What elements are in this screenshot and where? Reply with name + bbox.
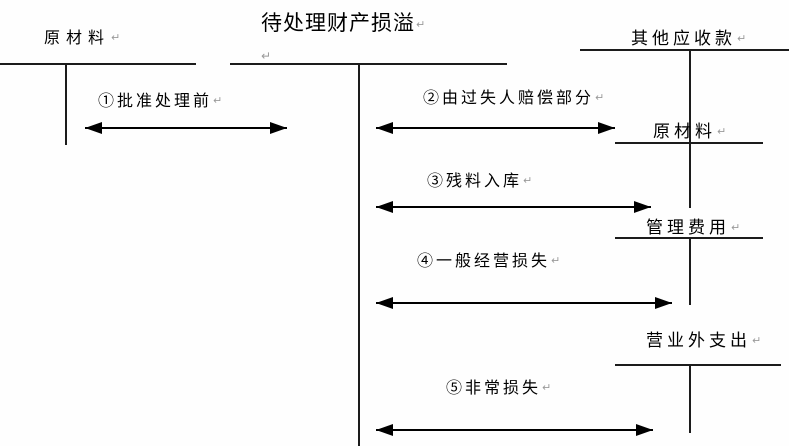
flow4-arrow xyxy=(376,297,672,309)
non-operating-expense-underline xyxy=(615,364,781,366)
flow-label-text: ①批准处理前 xyxy=(98,93,213,110)
paragraph-mark-icon: ↵ xyxy=(717,125,727,138)
account-title-non-operating-expense: 营业外支出↵ xyxy=(646,331,761,351)
paragraph-mark-icon: ↵ xyxy=(595,91,605,104)
right-column-vertical-line-3 xyxy=(689,365,691,433)
flow5-arrow xyxy=(376,424,653,436)
paragraph-mark-icon: ↵ xyxy=(111,31,121,44)
paragraph-mark-icon: ↵ xyxy=(542,381,552,394)
account-title-raw-materials-left: 原材料↵ xyxy=(44,30,120,48)
flow2-label: ②由过失人赔偿部分↵ xyxy=(423,90,604,108)
flow3-arrow xyxy=(376,201,651,213)
account-title-raw-materials-right: 原材料↵ xyxy=(653,122,726,142)
account-title-pending-property: 待处理财产损溢↵ xyxy=(261,11,425,35)
account-title-text: 原材料 xyxy=(44,30,111,47)
flow4-label: ④一般经营损失↵ xyxy=(417,253,560,271)
flow-label-text: ③残料入库 xyxy=(427,173,523,190)
account-title-admin-expense: 管理费用↵ xyxy=(646,218,740,238)
flow-label-text: ④一般经营损失 xyxy=(417,253,551,270)
right-column-vertical-line-2 xyxy=(689,239,691,305)
account-title-text: 待处理财产损溢 xyxy=(261,11,415,35)
paragraph-mark-icon: ↵ xyxy=(416,18,426,31)
account-title-text: 营业外支出 xyxy=(646,331,751,350)
paragraph-mark-icon: ↵ xyxy=(523,174,533,187)
paragraph-mark-icon: ↵ xyxy=(261,49,272,63)
flow3-label: ③残料入库↵ xyxy=(427,173,532,191)
flow-label-text: ⑤非常损失 xyxy=(446,380,542,397)
raw-materials-left-top-line xyxy=(0,63,196,65)
account-title-other-receivables: 其他应收款↵ xyxy=(631,29,746,49)
paragraph-mark-icon: ↵ xyxy=(737,32,747,45)
paragraph-mark-icon: ↵ xyxy=(551,254,561,267)
paragraph-mark-icon: ↵ xyxy=(731,221,741,234)
account-title-text: 其他应收款 xyxy=(631,29,736,48)
account-title-text: 原材料 xyxy=(653,122,716,141)
other-receivables-top-line xyxy=(580,49,789,51)
raw-materials-right-underline xyxy=(615,142,763,144)
flow1-label: ①批准处理前↵ xyxy=(98,93,222,111)
pending-property-top-line xyxy=(230,63,507,65)
flow5-label: ⑤非常损失↵ xyxy=(446,380,551,398)
admin-expense-underline xyxy=(615,237,763,239)
flow2-arrow xyxy=(376,122,615,134)
pending-property-vertical-line xyxy=(358,64,360,446)
right-column-vertical-line-1 xyxy=(689,50,691,208)
raw-materials-left-vertical-line xyxy=(65,64,67,145)
flow1-arrow xyxy=(85,122,287,134)
paragraph-mark-icon: ↵ xyxy=(213,94,223,107)
flow-label-text: ②由过失人赔偿部分 xyxy=(423,90,595,107)
paragraph-mark-icon: ↵ xyxy=(752,334,762,347)
account-title-text: 管理费用 xyxy=(646,218,730,237)
